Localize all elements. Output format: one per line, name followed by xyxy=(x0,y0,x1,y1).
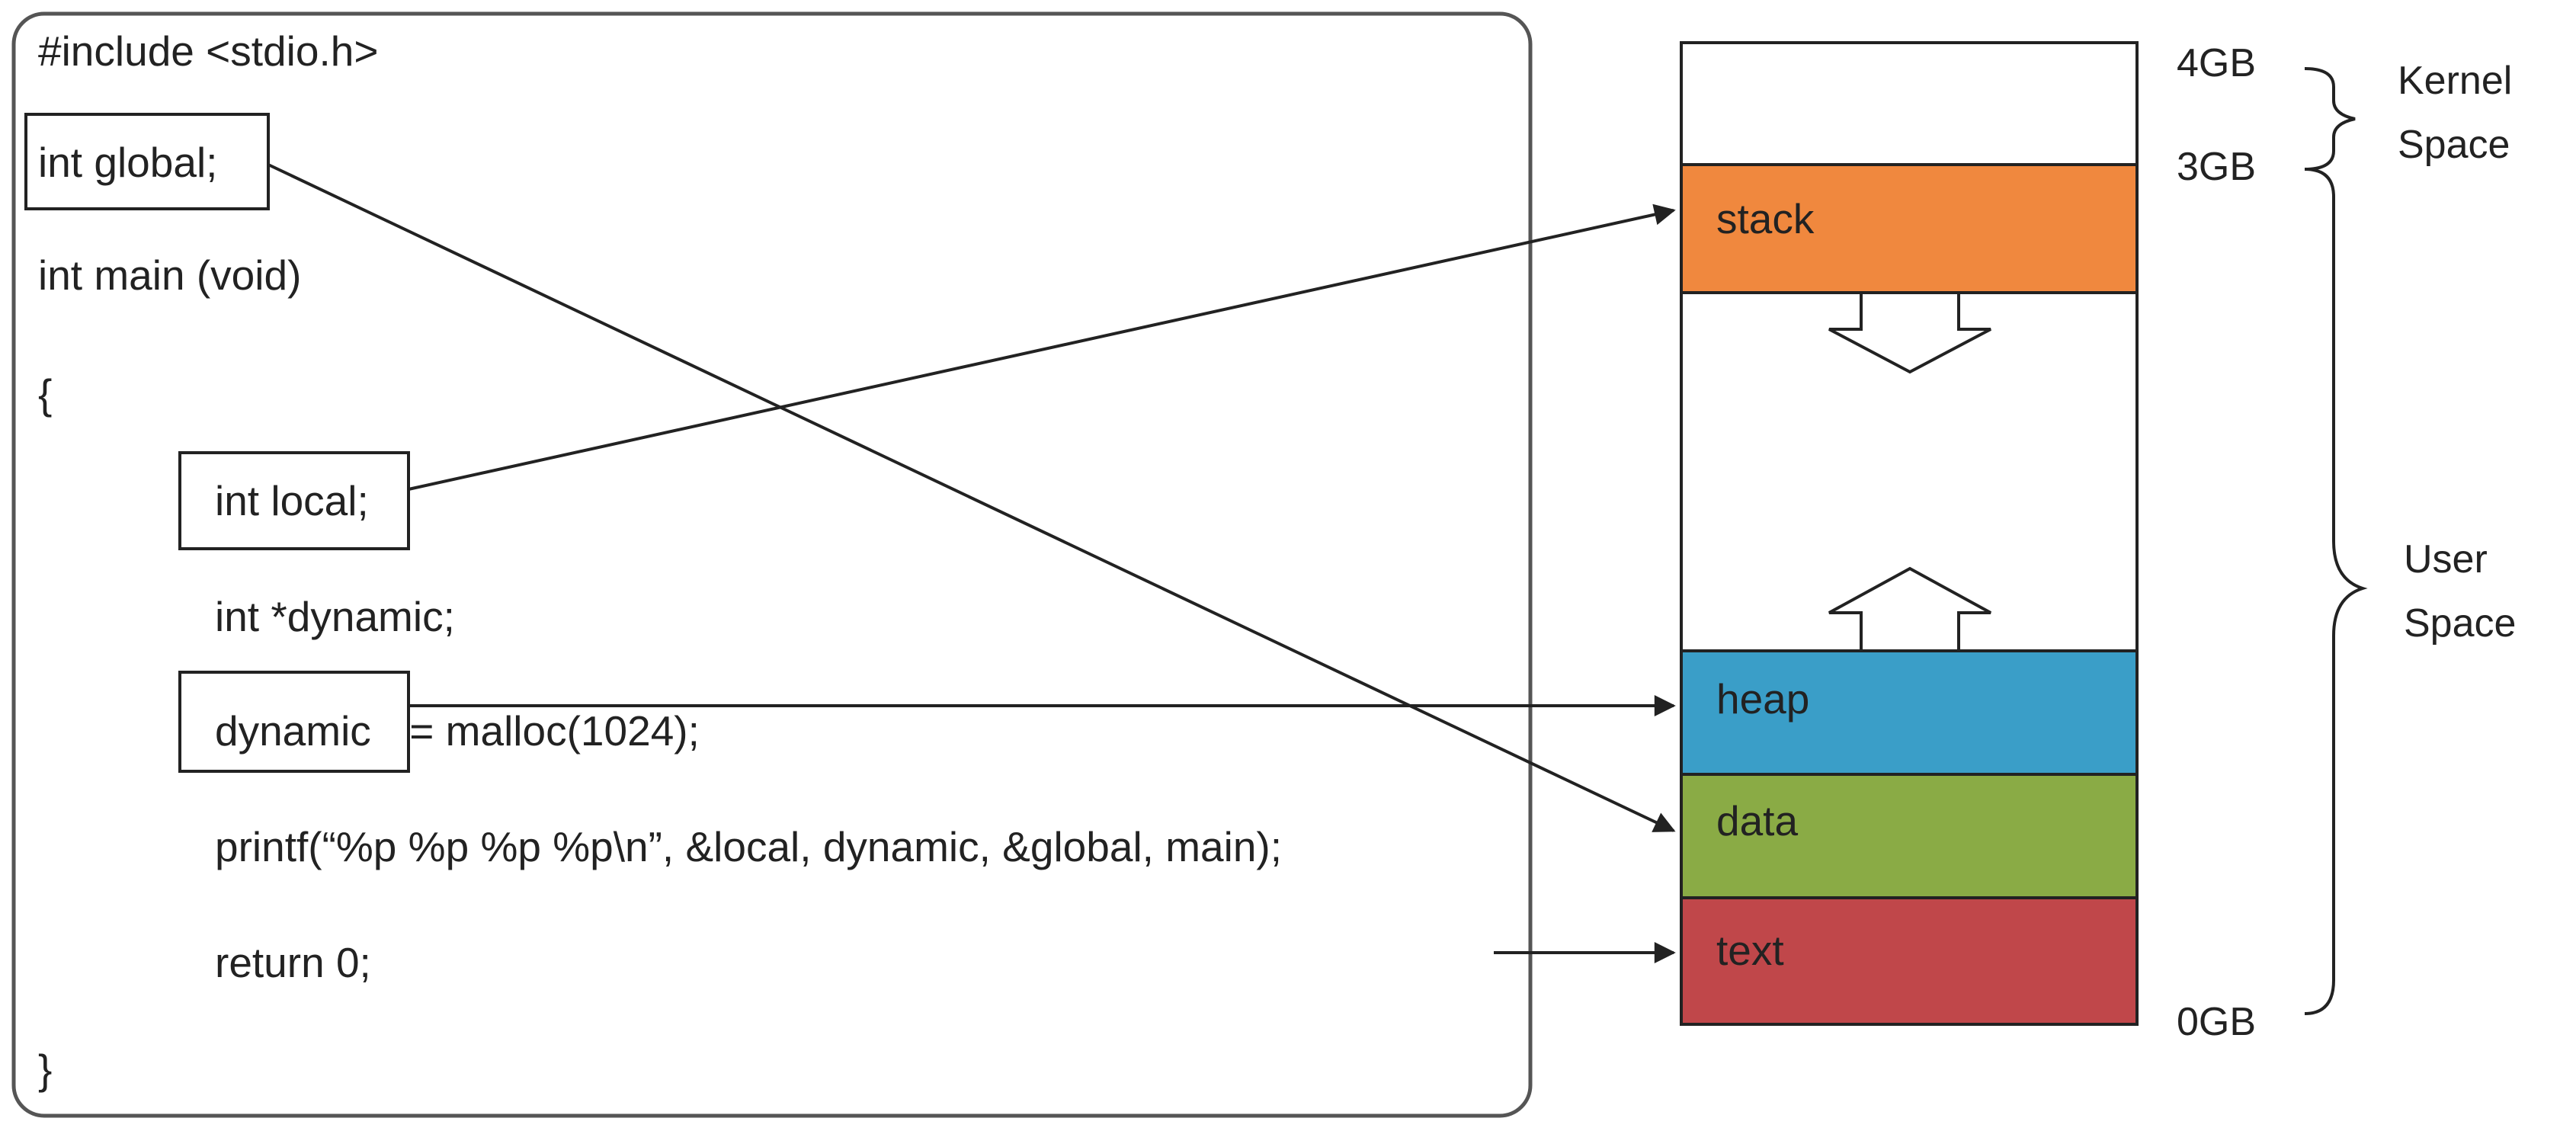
code-main-signature: int main (void) xyxy=(38,252,302,299)
address-kernel-boundary: 3GB xyxy=(2177,145,2257,189)
code-local-decl: int local; xyxy=(215,477,369,524)
stack-growth-arrow xyxy=(1828,291,1991,374)
address-top: 4GB xyxy=(2177,41,2257,85)
segment-text xyxy=(1680,896,2139,1026)
code-global-decl: int global; xyxy=(38,139,218,186)
global-decl-box xyxy=(24,113,270,210)
code-close-brace: } xyxy=(38,1046,53,1093)
address-bottom: 0GB xyxy=(2177,1000,2257,1044)
segment-label-data: data xyxy=(1716,797,1799,844)
memory-column xyxy=(1680,41,2139,1026)
global-to-data-arrow xyxy=(268,163,1676,832)
code-printf-line: printf(“%p %p %p %p\n”, &local, dynamic,… xyxy=(215,823,1283,870)
segment-stack xyxy=(1680,163,2139,294)
code-include: #include <stdio.h> xyxy=(38,27,379,75)
heap-growth-arrow xyxy=(1828,566,1991,652)
code-open-brace: { xyxy=(38,370,53,418)
segment-heap xyxy=(1680,649,2139,776)
user-space-label: User Space xyxy=(2404,537,2517,646)
segment-label-text: text xyxy=(1716,927,1784,974)
local-decl-box xyxy=(178,451,410,550)
kernel-space-label: Kernel Space xyxy=(2398,59,2513,167)
code-panel-frame xyxy=(11,11,1533,1118)
segment-data xyxy=(1680,773,2139,899)
code-dynamic-word: dynamic xyxy=(215,707,371,755)
kernel-space-brace xyxy=(2304,67,2356,171)
segment-label-heap: heap xyxy=(1716,675,1810,722)
code-malloc-assignment: = malloc(1024); xyxy=(398,707,700,755)
segment-label-stack: stack xyxy=(1716,195,1815,242)
user-space-brace xyxy=(2304,168,2368,1015)
segment-kernel xyxy=(1680,41,2139,166)
dynamic-var-box xyxy=(178,671,410,773)
code-return-line: return 0; xyxy=(215,939,371,986)
code-dynamic-decl: int *dynamic; xyxy=(215,593,455,640)
local-to-stack-arrow xyxy=(408,203,1676,491)
